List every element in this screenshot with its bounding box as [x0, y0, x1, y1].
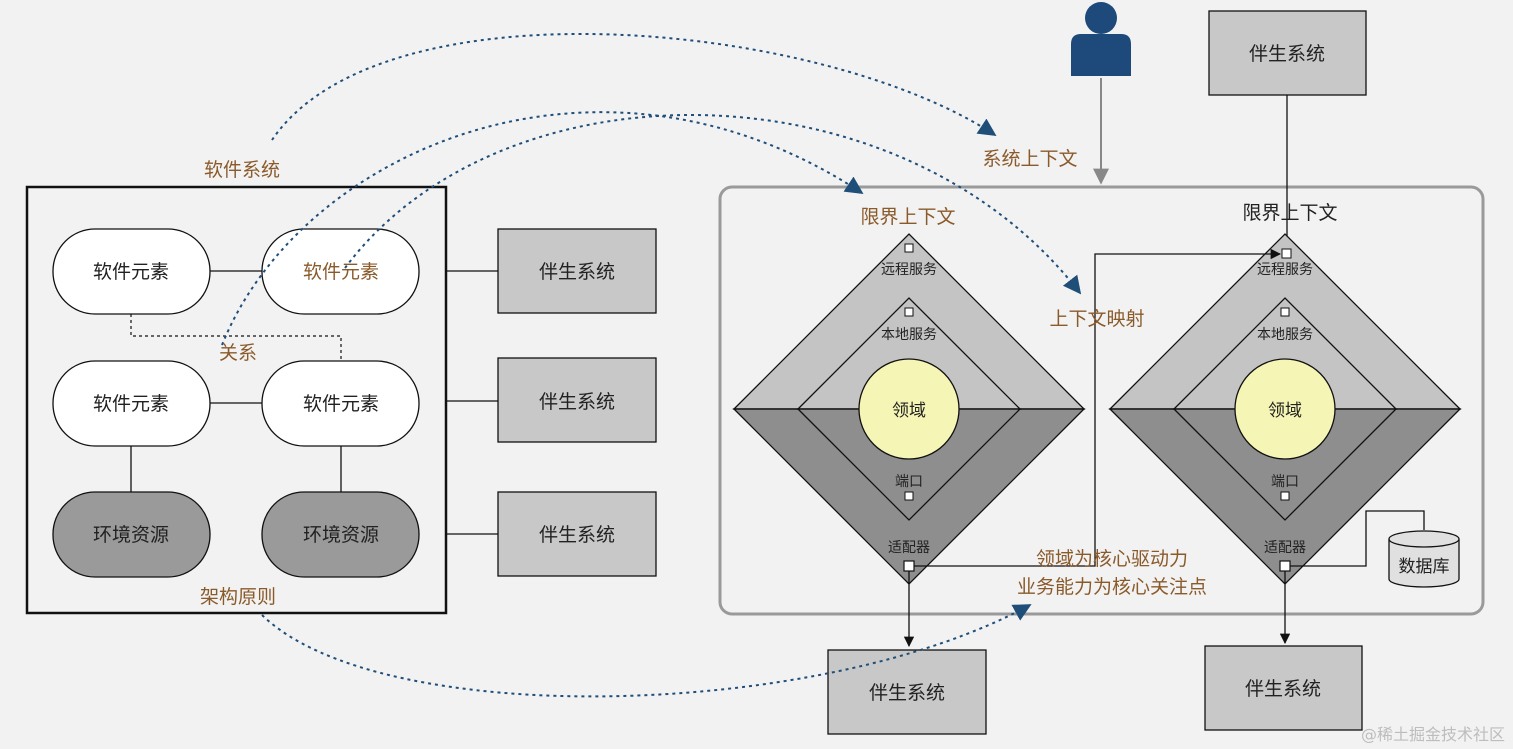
local-service-label: 本地服务 [1257, 327, 1313, 343]
hexagon-right [1108, 233, 1462, 585]
curve-principle-to-domain-core [261, 604, 1032, 698]
context-mapping-line [914, 248, 1282, 567]
user-person-icon [1071, 2, 1131, 76]
domain-label: 领域 [892, 401, 926, 421]
curve-software-to-system-context [271, 32, 997, 141]
mapping-curves [221, 32, 1082, 698]
software-element-label: 软件元素 [303, 261, 379, 283]
watermark: @稀土掘金技术社区 [1361, 725, 1505, 744]
software-element-label: 软件元素 [303, 393, 379, 415]
hexagon-left [732, 233, 1086, 585]
domain-circle [858, 358, 960, 460]
software-element-box [52, 228, 211, 315]
companion-system-label: 伴生系统 [1249, 43, 1325, 65]
bounded-context-label: 限界上下文 [860, 206, 955, 228]
adapter-label: 适配器 [1264, 540, 1306, 556]
software-element-box [261, 228, 420, 315]
companion-system-label: 伴生系统 [1245, 678, 1321, 700]
curve-element-to-context-mapping [344, 113, 1082, 295]
system-context-label: 系统上下文 [982, 148, 1077, 170]
software-system-boundary [25, 185, 448, 615]
adapter-label: 适配器 [888, 540, 930, 556]
port-label: 端口 [895, 474, 923, 490]
software-element-box [261, 360, 420, 447]
companion-system-box [827, 649, 987, 735]
domain-core-label: 领域为核心驱动力 [1036, 548, 1188, 570]
curve-relation-to-bounded-context [221, 111, 864, 346]
companion-system-label: 伴生系统 [539, 261, 615, 283]
system-context-boundary [718, 185, 1485, 616]
companion-system-label: 伴生系统 [539, 524, 615, 546]
env-resource-label: 环境资源 [303, 524, 379, 546]
business-capability-label: 业务能力为核心关注点 [1017, 576, 1207, 598]
env-resource-box [261, 491, 420, 578]
remote-service-label: 远程服务 [881, 262, 937, 278]
database-label: 数据库 [1399, 557, 1450, 577]
domain-circle [1234, 358, 1336, 460]
domain-label: 领域 [1268, 401, 1302, 421]
remote-service-label: 远程服务 [1257, 262, 1313, 278]
relation-dotted-line [130, 314, 342, 360]
companion-system-box [1208, 10, 1367, 96]
env-resource-label: 环境资源 [93, 524, 169, 546]
software-element-box [52, 360, 211, 447]
companion-system-box [1204, 645, 1363, 731]
software-element-label: 软件元素 [93, 261, 169, 283]
software-element-label: 软件元素 [93, 393, 169, 415]
context-mapping-label: 上下文映射 [1049, 308, 1144, 330]
port-label: 端口 [1271, 474, 1299, 490]
database-cylinder-icon [1388, 530, 1460, 588]
arch-principle-label: 架构原则 [200, 586, 276, 608]
companion-system-box [497, 228, 657, 314]
companion-system-label: 伴生系统 [869, 682, 945, 704]
local-service-label: 本地服务 [881, 327, 937, 343]
env-resource-box [52, 491, 211, 578]
companion-system-label: 伴生系统 [539, 391, 615, 413]
bounded-context-label: 限界上下文 [1242, 202, 1337, 224]
software-system-label: 软件系统 [204, 159, 280, 181]
relation-label: 关系 [219, 342, 257, 364]
companion-system-box [497, 357, 657, 443]
companion-system-box [497, 491, 657, 577]
